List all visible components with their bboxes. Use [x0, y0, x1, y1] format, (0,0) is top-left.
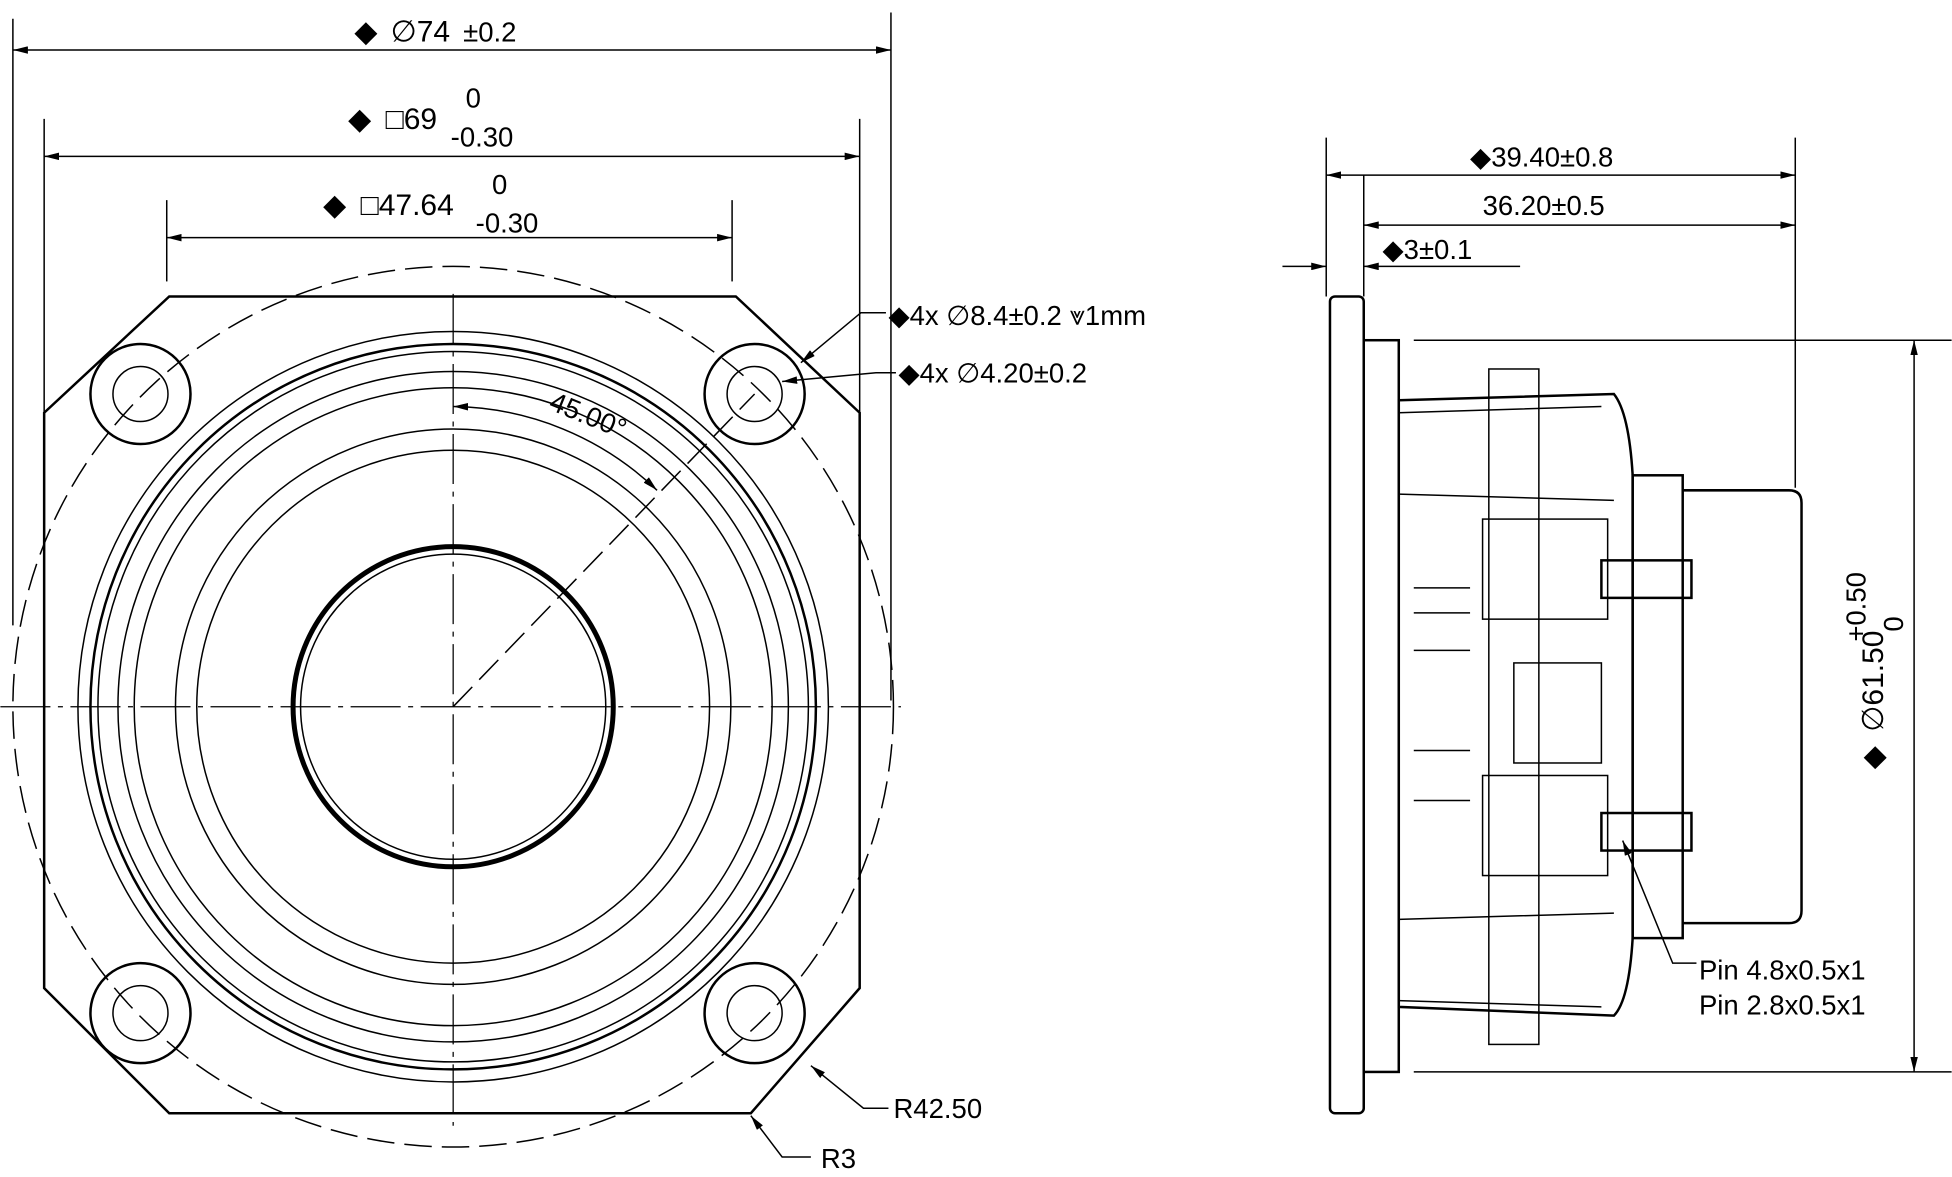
dim-74-symbol: ◆	[354, 15, 377, 48]
basket	[1397, 392, 1634, 1017]
dim-61-symbol: ◆	[1857, 746, 1890, 769]
flange	[1328, 295, 1365, 1115]
pin-label-1: Pin 4.8x0.5x1	[1699, 954, 1866, 985]
magnet-back	[1682, 489, 1803, 925]
dim-61-label: ∅61.50	[1857, 630, 1890, 731]
frame-outline	[42, 295, 861, 1115]
dim-69-label: □69	[386, 103, 437, 136]
dim-61-tol-lower: 0	[1878, 616, 1909, 631]
radius-large-label: R42.50	[893, 1093, 982, 1124]
dim-body-depth: 36.20±0.5	[1483, 190, 1605, 221]
terminal-pin-small	[1600, 811, 1693, 852]
angle-label: 45.00°	[545, 386, 631, 445]
magnet	[1631, 474, 1684, 940]
mounting-holes	[89, 342, 806, 1065]
outer-diameter-circle	[12, 265, 895, 1148]
dim-74-tol: ±0.2	[463, 16, 516, 47]
flange-step	[1362, 338, 1401, 1074]
hole-counterbore-label: ◆4x ∅8.4±0.2 ⩔1mm	[888, 300, 1146, 331]
dim-47-symbol: ◆	[323, 189, 346, 222]
front-view: 45.00° ◆ ∅74 ±0.2 ◆ □69 0 -0.30 ◆ □47.64…	[0, 12, 1146, 1174]
pin-label-2: Pin 2.8x0.5x1	[1699, 989, 1866, 1020]
diagonal-line	[452, 393, 756, 708]
dim-47-tol-upper: 0	[492, 169, 507, 200]
terminal-pin-large	[1600, 559, 1693, 600]
dim-74-label: ∅74	[391, 15, 451, 48]
dim-69-tol-upper: 0	[466, 83, 481, 114]
basket-rib	[1488, 368, 1540, 1046]
dim-47-label: □47.64	[361, 189, 454, 222]
dim-69-tol-lower: -0.30	[451, 121, 514, 152]
hole-through-label: ◆4x ∅4.20±0.2	[898, 358, 1087, 389]
dim-47-tol-lower: -0.30	[476, 208, 539, 239]
angle-arc	[453, 402, 658, 491]
dim-61-tol-upper: +0.50	[1840, 572, 1871, 642]
dim-total-depth: ◆39.40±0.8	[1470, 141, 1613, 172]
dim-69-symbol: ◆	[348, 103, 371, 136]
side-view: ◆39.40±0.8 36.20±0.5 ◆3±0.1 ◆ ∅61.50 +0.…	[1282, 137, 1952, 1115]
radius-corner-label: R3	[821, 1143, 856, 1174]
dim-flange: ◆3±0.1	[1383, 234, 1473, 265]
